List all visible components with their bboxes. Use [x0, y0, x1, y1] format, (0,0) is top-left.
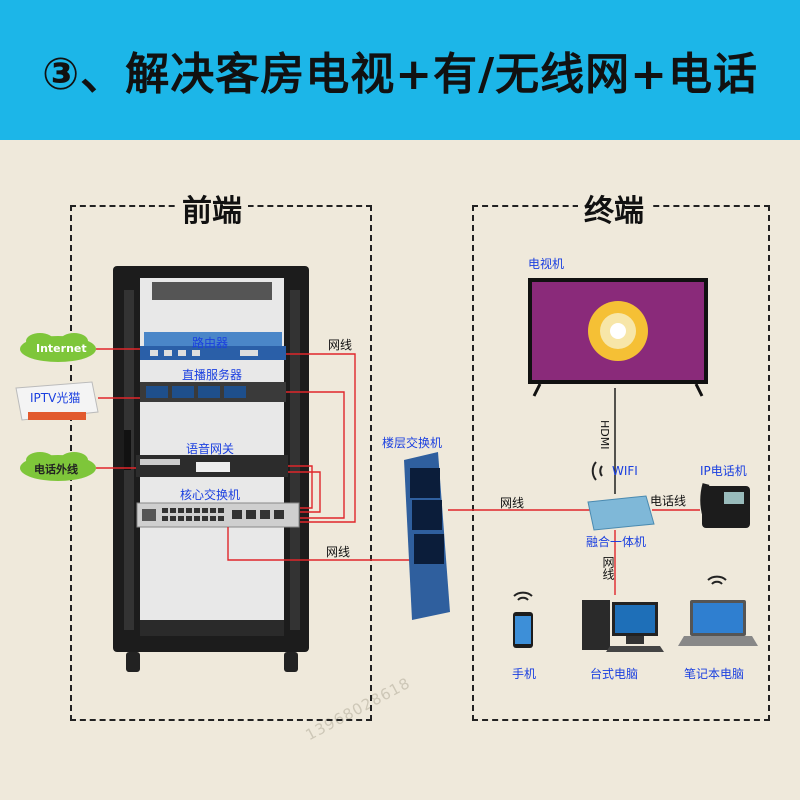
- laptop-device: [678, 600, 758, 646]
- desktop-device: [582, 600, 664, 652]
- iptv-modem-device: [15, 381, 99, 421]
- live-server-label: 直播服务器: [182, 368, 243, 382]
- phone-line-cloud: [20, 452, 96, 481]
- ip-phone-device: [700, 483, 750, 528]
- cabling: [96, 348, 700, 595]
- terminal-title: 终端: [578, 186, 650, 230]
- mobile-label: 手机: [512, 667, 537, 681]
- laptop-label: 笔记本电脑: [684, 667, 745, 681]
- mobile-device: [513, 612, 533, 648]
- ip-phone-label: IP电话机: [700, 464, 747, 478]
- laptop-wifi-icon: [707, 575, 727, 585]
- iptv-modem-label: IPTV光猫: [30, 391, 81, 405]
- phone-line-label: 电话外线: [34, 463, 78, 476]
- voice-gateway-device: [136, 455, 288, 477]
- all-in-one-device: [587, 495, 655, 531]
- router-label: 路由器: [192, 336, 229, 350]
- wifi-label: WIFI: [612, 464, 638, 478]
- all-in-one-label: 融合一体机: [586, 535, 647, 549]
- internet-cloud: [20, 333, 96, 362]
- tv-device: [528, 278, 708, 397]
- mobile-wifi-icon: [513, 591, 533, 601]
- title-banner: ③、解决客房电视+有/无线网+电话: [0, 0, 800, 140]
- desktop-label: 台式电脑: [590, 667, 639, 681]
- net-cable-label-bottom: 网线: [326, 545, 351, 559]
- core-switch-label: 核心交换机: [180, 488, 241, 502]
- phone-cable-label: 电话线: [650, 494, 687, 508]
- live-server-device: [140, 382, 286, 402]
- internet-label: Internet: [36, 342, 87, 355]
- net-cable-label-mid: 网线: [500, 496, 525, 510]
- front-end-title: 前端: [176, 186, 248, 230]
- floor-switch-device: [404, 452, 450, 620]
- floor-switch-label: 楼层交换机: [382, 436, 443, 450]
- hdmi-label: HDMI: [598, 420, 611, 450]
- core-switch-device: [136, 502, 300, 528]
- net-cable-label-top: 网线: [328, 338, 353, 352]
- wifi-icon: [591, 461, 603, 481]
- page-title: ③、解决客房电视+有/无线网+电话: [41, 49, 759, 100]
- voice-gateway-label: 语音网关: [186, 442, 235, 456]
- tv-label: 电视机: [528, 257, 565, 271]
- net-cable-label-vertical: 网线: [601, 556, 615, 580]
- router-device: [140, 332, 286, 360]
